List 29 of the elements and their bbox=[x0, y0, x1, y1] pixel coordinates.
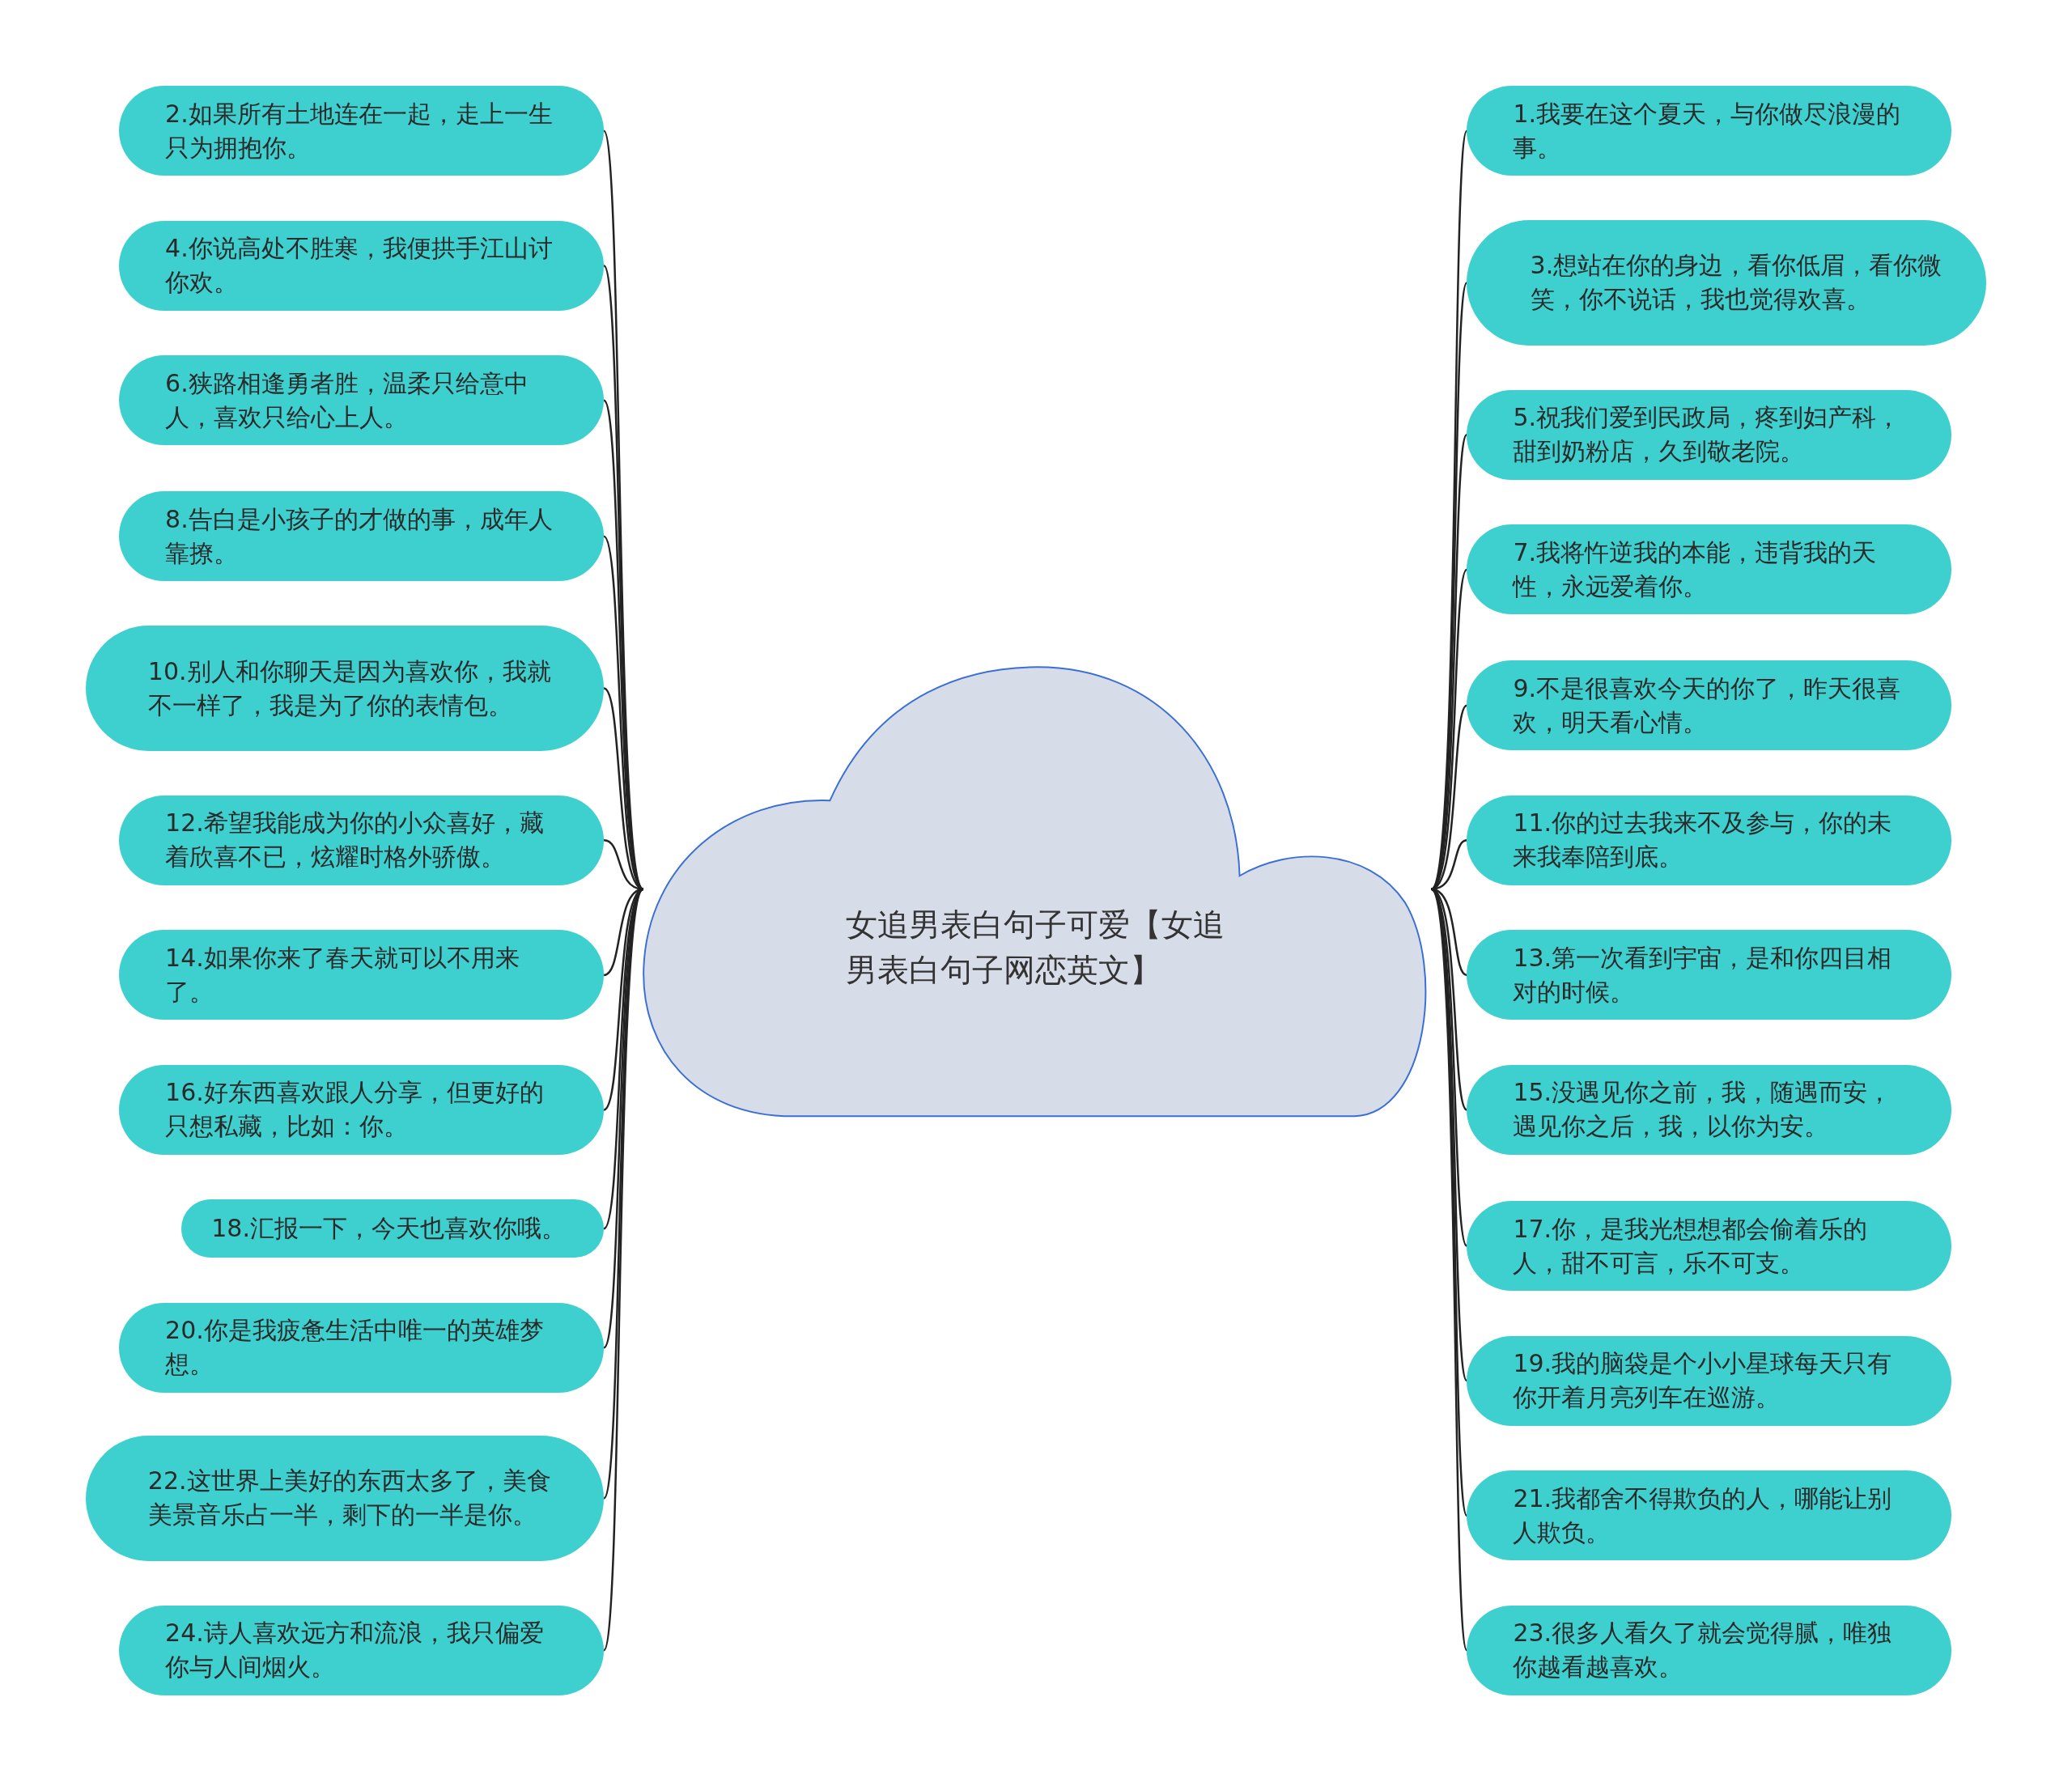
topic-text: 10.别人和你聊天是因为喜欢你，我就不一样了，我是为了你的表情包。 bbox=[147, 656, 552, 721]
topic-text: 15.没遇见你之前，我，随遇而安，遇见你之后，我，以你为安。 bbox=[1513, 1077, 1893, 1143]
connector-line bbox=[1430, 282, 1468, 890]
topic-text: 17.你，是我光想想都会偷着乐的人，甜不可言，乐不可支。 bbox=[1513, 1213, 1869, 1279]
topic-text: 6.狭路相逢勇者胜，温柔只给意中人，喜欢只给心上人。 bbox=[165, 367, 529, 433]
connector-line bbox=[603, 889, 644, 1348]
topic-text: 9.不是很喜欢今天的你了，昨天很喜欢，明天看心情。 bbox=[1513, 672, 1901, 738]
topic-text: 11.你的过去我来不及参与，你的未来我奉陪到底。 bbox=[1513, 808, 1893, 873]
topic-text: 5.祝我们爱到民政局，疼到妇产科，甜到奶粉店，久到敬老院。 bbox=[1513, 402, 1901, 468]
topic-text: 21.我都舍不得欺负的人，哪能让别人欺负。 bbox=[1513, 1483, 1893, 1548]
topic-text: 23.很多人看久了就会觉得腻，唯独你越看越喜欢。 bbox=[1513, 1618, 1893, 1683]
topic-text: 18.汇报一下，今天也喜欢你哦。 bbox=[211, 1213, 567, 1245]
topic-text: 7.我将忤逆我的本能，违背我的天性，永远爱着你。 bbox=[1513, 537, 1877, 602]
topic-text: 1.我要在这个夏天，与你做尽浪漫的事。 bbox=[1513, 98, 1901, 163]
topic-text: 12.希望我能成为你的小众喜好，藏着欣喜不已，炫耀时格外骄傲。 bbox=[165, 808, 545, 873]
topic-text: 16.好东西喜欢跟人分享，但更好的只想私藏，比如：你。 bbox=[165, 1077, 545, 1143]
topic-text: 3.想站在你的身边，看你低眉，看你微笑，你不说话，我也觉得欢喜。 bbox=[1530, 250, 1943, 316]
topic-text: 20.你是我疲惫生活中唯一的英雄梦想。 bbox=[165, 1315, 545, 1381]
topic-text: 2.如果所有土地连在一起，走上一生只为拥抱你。 bbox=[165, 98, 554, 163]
connector-line bbox=[1430, 889, 1468, 1651]
topic-text: 4.你说高处不胜寒，我便拱手江山讨你欢。 bbox=[165, 233, 554, 299]
topic-text: 14.如果你来了春天就可以不用来了。 bbox=[165, 942, 520, 1008]
topic-text: 19.我的脑袋是个小小星球每天只有你开着月亮列车在巡游。 bbox=[1513, 1348, 1893, 1414]
topic-text: 13.第一次看到宇宙，是和你四目相对的时候。 bbox=[1513, 942, 1893, 1008]
central-topic-text: 女追男表白句子可爱【女追男表白句子网恋英文】 bbox=[845, 906, 1225, 991]
topic-text: 24.诗人喜欢远方和流浪，我只偏爱你与人间烟火。 bbox=[165, 1618, 545, 1683]
topic-text: 22.这世界上美好的东西太多了，美食美景音乐占一半，剩下的一半是你。 bbox=[147, 1466, 552, 1531]
connector-line bbox=[1430, 889, 1468, 1516]
topic-text: 8.告白是小孩子的才做的事，成年人靠撩。 bbox=[165, 503, 554, 569]
